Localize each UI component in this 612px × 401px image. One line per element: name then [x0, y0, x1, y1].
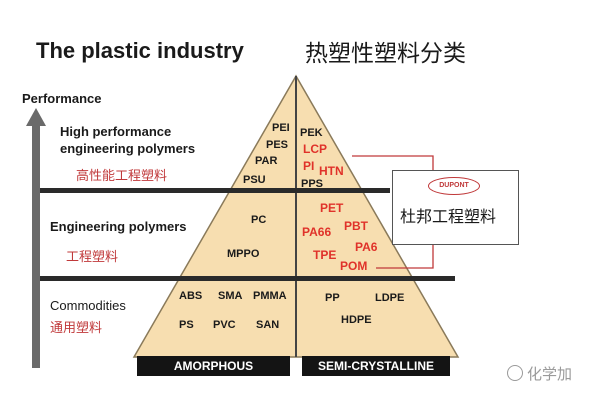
- tier-engineering-label: Engineering polymers: [50, 219, 187, 234]
- dupont-logo-text: DUPONT: [439, 182, 469, 189]
- wechat-icon: [507, 365, 523, 381]
- polymer-pi: PI: [303, 159, 314, 173]
- polymer-pek: PEK: [300, 127, 323, 139]
- semi-crystalline-base-label: SEMI-CRYSTALLINE: [302, 356, 450, 376]
- title-en: The plastic industry: [36, 38, 244, 63]
- tier-high-label-1: High performance: [60, 124, 172, 139]
- tier-commodities-label-cn: 通用塑料: [50, 321, 103, 336]
- polymer-hdpe: HDPE: [341, 314, 372, 326]
- polymer-pvc: PVC: [213, 319, 236, 331]
- polymer-sma: SMA: [218, 290, 243, 302]
- polymer-ldpe: LDPE: [375, 292, 404, 304]
- watermark-text: 化学加: [527, 365, 573, 383]
- polymer-pp: PP: [325, 292, 340, 304]
- tier-high-label-cn: 高性能工程塑料: [76, 169, 168, 184]
- polymer-pbt: PBT: [344, 219, 369, 233]
- polymer-htn: HTN: [319, 164, 344, 178]
- polymer-pa6: PA6: [355, 240, 378, 254]
- polymer-san: SAN: [256, 319, 279, 331]
- dupont-box: DUPONT 杜邦工程塑料: [392, 170, 519, 245]
- band-divider-top: [40, 188, 390, 193]
- title-cn: 热塑性塑料分类: [305, 41, 466, 67]
- polymer-pes: PES: [266, 139, 288, 151]
- dupont-logo: DUPONT: [428, 177, 480, 195]
- band-divider-bottom: [40, 276, 455, 281]
- dupont-label: 杜邦工程塑料: [400, 207, 497, 226]
- polymer-lcp: LCP: [303, 142, 327, 156]
- polymer-abs: ABS: [179, 290, 202, 302]
- polymer-psu: PSU: [243, 174, 266, 186]
- tier-high-label-2: engineering polymers: [60, 141, 196, 156]
- polymer-mppo: MPPO: [227, 248, 260, 260]
- polymer-pei: PEI: [272, 122, 290, 134]
- polymer-pom: POM: [340, 259, 367, 273]
- polymer-pc: PC: [251, 214, 266, 226]
- polymer-par: PAR: [255, 155, 277, 167]
- polymer-pmma: PMMA: [253, 290, 287, 302]
- polymer-pet: PET: [320, 201, 344, 215]
- polymer-tpe: TPE: [313, 248, 336, 262]
- amorphous-base-label: AMORPHOUS: [137, 356, 290, 376]
- polymer-ps: PS: [179, 319, 194, 331]
- tier-engineering-label-cn: 工程塑料: [66, 250, 119, 265]
- polymer-pps: PPS: [301, 178, 323, 190]
- axis-label: Performance: [22, 91, 102, 106]
- tier-commodities-label: Commodities: [50, 298, 126, 313]
- polymer-pa66: PA66: [302, 225, 331, 239]
